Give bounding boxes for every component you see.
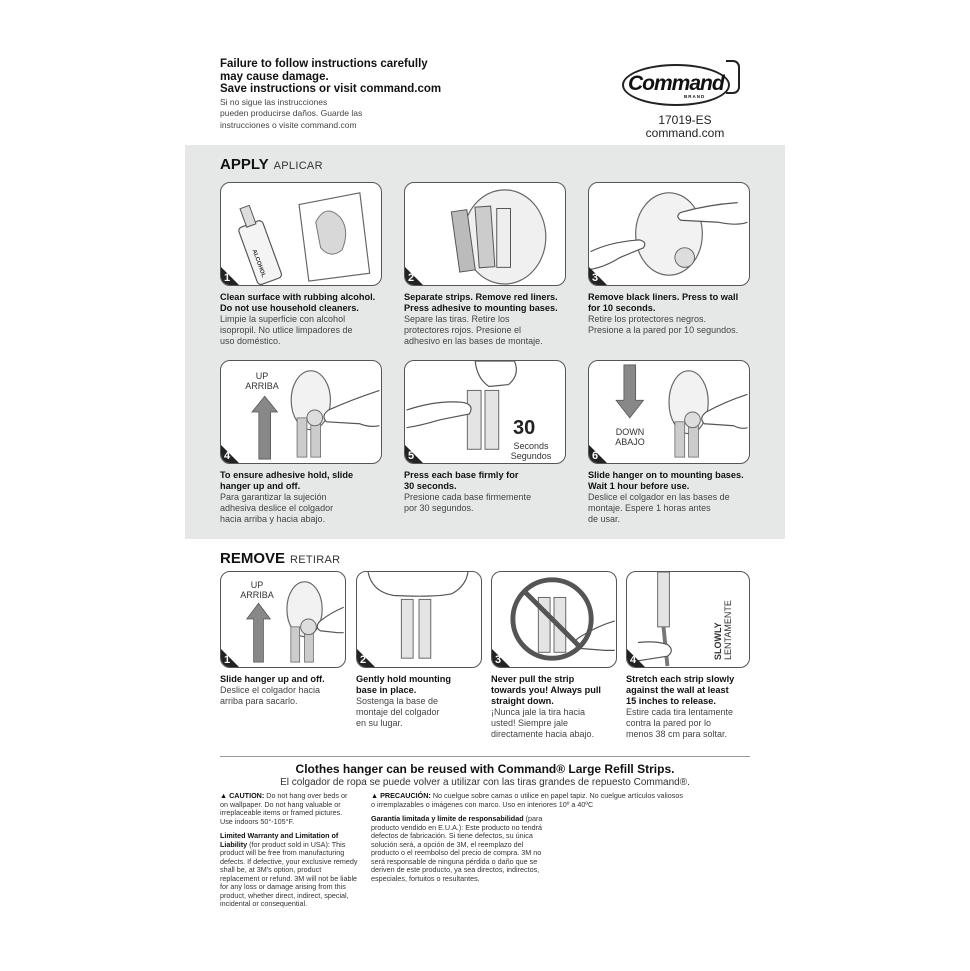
step-illustration: 3 [491,571,617,668]
caution-en: ▲ CAUTION: Do not hang over beds or on w… [220,791,348,826]
warning-es-line: pueden producirse daños. Guarde las [220,108,363,118]
thirty-count: 30 [513,417,536,439]
command-logo: Command BRAND [622,60,742,106]
alcohol-bottle-icon: ALCOHOL [238,192,371,285]
no-pull-icon [510,577,615,661]
apply-step-4: UP ARRIBA 4 To ensure adhesive hold, sli… [220,360,382,525]
step-illustration: UP ARRIBA 4 [220,360,382,464]
warning-es-line: Si no sigue las instrucciones [220,96,328,107]
reuse-note-en: Clothes hanger can be reused with Comman… [295,762,675,776]
apply-step-3: 3 Remove black liners. Press to wall for… [588,182,750,336]
step-illustration: UP ARRIBA 1 [220,571,346,668]
precaucion-title: ▲ PRECAUCIÓN: [371,791,431,800]
apply-step-6: DOWN ABAJO 6 Slide hanger on to mounting… [588,360,750,525]
abajo-label: ABAJO [615,437,645,447]
product-code: 17019-ES [658,113,712,127]
header-warning: Failure to follow instructions carefully… [220,58,480,130]
remove-step-2: 2 Gently hold mounting base in place. So… [356,571,482,729]
step-illustration: 2 [404,182,566,286]
remove-step-3: 3 Never pull the strip towards you! Alwa… [491,571,617,740]
step-illustration: SLOWLY LENTAMENTE 4 [626,571,750,668]
remove-step-4: SLOWLY LENTAMENTE 4 Stretch each strip s… [626,571,750,740]
divider [220,756,750,757]
press-to-wall-icon [590,192,748,276]
logo-brand: BRAND [684,94,706,99]
remove-title: REMOVE RETIRAR [220,550,341,567]
slide-up-icon [245,581,344,663]
slowly-label: SLOWLY [713,622,723,660]
slide-up-icon [251,370,380,460]
warranty-en: Limited Warranty and Limitation of Liabi… [220,831,358,908]
seconds-label: Seconds [513,441,549,451]
precaucion-es: ▲ PRECAUCIÓN: No cuelgue sobre camas o u… [371,791,683,809]
warning-en-line: Save instructions or visit command.com [220,83,442,95]
slide-down-icon [615,364,748,458]
logo-wordmark: Command [628,72,725,95]
arriba-label: ARRIBA [245,381,279,391]
apply-step-2: 2 Separate strips. Remove red liners. Pr… [404,182,566,347]
apply-step-5: 30 Seconds Segundos 5 Press each base fi… [404,360,566,514]
up-label: UP [250,580,264,590]
lentamente-label: LENTAMENTE [723,600,733,660]
reuse-note-es: El colgador de ropa se puede volver a ut… [280,777,690,788]
apply-step-1: ALCOHOL 1 Clean surface with rubbing alc… [220,182,382,347]
product-code-block: 17019-ES command.com [630,114,740,140]
adhesive-strips-icon [450,189,547,285]
stretch-strip-icon [628,572,672,667]
caution-title: ▲ CAUTION: [220,791,265,800]
warning-es-line: instrucciones o visite command.com [220,119,357,130]
arriba-label: ARRIBA [240,590,274,600]
warning-en-line: Failure to follow instructions carefully [220,58,428,70]
hold-base-icon [367,572,469,659]
garantia-es: Garantía limitada y límite de responsabi… [371,814,543,883]
press-base-icon [406,361,517,450]
step-illustration: DOWN ABAJO 6 [588,360,750,464]
step-illustration: ALCOHOL 1 [220,182,382,286]
down-label: DOWN [615,427,645,437]
step-illustration: 30 Seconds Segundos 5 [404,360,566,464]
warning-en-line: may cause damage. [220,70,329,83]
apply-title: APPLY APLICAR [220,156,323,173]
website: command.com [645,126,725,140]
step-illustration: 2 [356,571,482,668]
segundos-label: Segundos [510,451,552,461]
remove-step-1: UP ARRIBA 1 Slide hanger up and off. Des… [220,571,346,707]
up-label: UP [255,371,269,381]
step-illustration: 3 [588,182,750,286]
